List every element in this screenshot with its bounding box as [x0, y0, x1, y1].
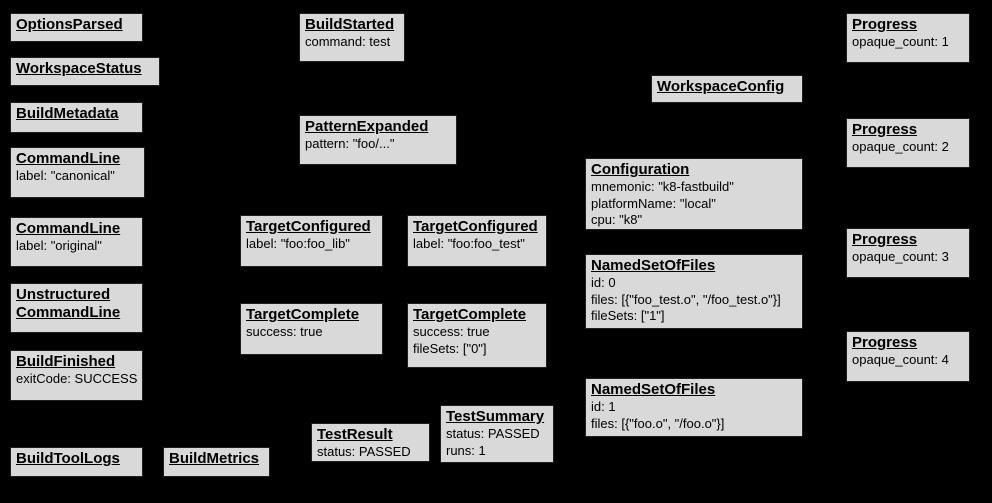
- node-build-metadata: BuildMetadata: [10, 102, 143, 133]
- node-attribute: label: "canonical": [16, 168, 115, 183]
- node-title: TargetConfigured: [413, 218, 538, 235]
- node-attribute: platformName: "local": [591, 195, 716, 211]
- node-title: BuildMetadata: [16, 105, 119, 122]
- node-title: Configuration: [591, 161, 690, 178]
- node-attribute: success: true: [246, 324, 323, 339]
- node-attribute: mnemonic: "k8-fastbuild": [591, 179, 734, 194]
- node-title: CommandLine: [16, 150, 121, 167]
- node-title: Progress: [852, 231, 918, 248]
- node-title: NamedSetOfFiles: [591, 381, 716, 398]
- node-title: TestResult: [317, 426, 393, 443]
- node-title: BuildMetrics: [169, 450, 260, 467]
- node-title: Progress: [852, 16, 918, 33]
- node-attribute: opaque_count: 3: [852, 249, 949, 264]
- node-title: PatternExpanded: [305, 118, 429, 135]
- node-attribute: pattern: "foo/...": [305, 136, 395, 151]
- node-title: BuildToolLogs: [16, 450, 120, 467]
- node-title: OptionsParsed: [16, 16, 123, 33]
- node-attribute: exitCode: SUCCESS: [16, 371, 138, 386]
- node-attribute: fileSets: ["1"]: [591, 308, 665, 323]
- node-attribute: id: 1: [591, 399, 616, 414]
- node-attribute: success: true: [413, 324, 490, 339]
- node-title: NamedSetOfFiles: [591, 257, 716, 274]
- node-attribute: opaque_count: 1: [852, 34, 949, 49]
- node-title: WorkspaceStatus: [16, 60, 142, 77]
- node-title: CommandLine: [16, 220, 121, 237]
- node-title: TestSummary: [446, 408, 545, 425]
- node-title: WorkspaceConfig: [657, 78, 785, 95]
- node-title: Progress: [852, 334, 918, 351]
- node-title: TargetComplete: [413, 306, 527, 323]
- node-attribute: label: "foo:foo_lib": [246, 236, 350, 251]
- node-build-tool-logs: BuildToolLogs: [10, 447, 143, 477]
- node-title: TargetComplete: [246, 306, 360, 323]
- node-attribute: opaque_count: 2: [852, 139, 949, 154]
- node-title: BuildFinished: [16, 353, 116, 370]
- node-attribute: label: "original": [16, 238, 102, 253]
- node-attribute: files: [{"foo.o", "/foo.o"}]: [591, 415, 725, 431]
- node-attribute: files: [{"foo_test.o", "/foo_test.o"}]: [591, 291, 781, 307]
- node-title: BuildStarted: [305, 16, 395, 33]
- node-attribute: label: "foo:foo_test": [413, 236, 525, 251]
- node-workspace-status: WorkspaceStatus: [10, 57, 160, 86]
- node-attribute: runs: 1: [446, 442, 486, 458]
- node-unstructured-command-line: Unstructured CommandLine: [10, 283, 143, 333]
- node-title: TargetConfigured: [246, 218, 371, 235]
- node-attribute: status: PASSED: [446, 426, 540, 441]
- node-workspace-config: WorkspaceConfig: [651, 75, 803, 103]
- node-attribute: cpu: "k8": [591, 212, 643, 227]
- node-attribute: opaque_count: 4: [852, 352, 949, 367]
- node-build-metrics: BuildMetrics: [163, 447, 270, 477]
- node-attribute: fileSets: ["0"]: [413, 340, 487, 356]
- node-attribute: status: PASSED: [317, 444, 411, 459]
- node-options-parsed: OptionsParsed: [10, 13, 143, 42]
- node-title: Progress: [852, 121, 918, 138]
- node-attribute: id: 0: [591, 275, 616, 290]
- node-title: Unstructured CommandLine: [16, 286, 121, 321]
- node-attribute: command: test: [305, 34, 391, 49]
